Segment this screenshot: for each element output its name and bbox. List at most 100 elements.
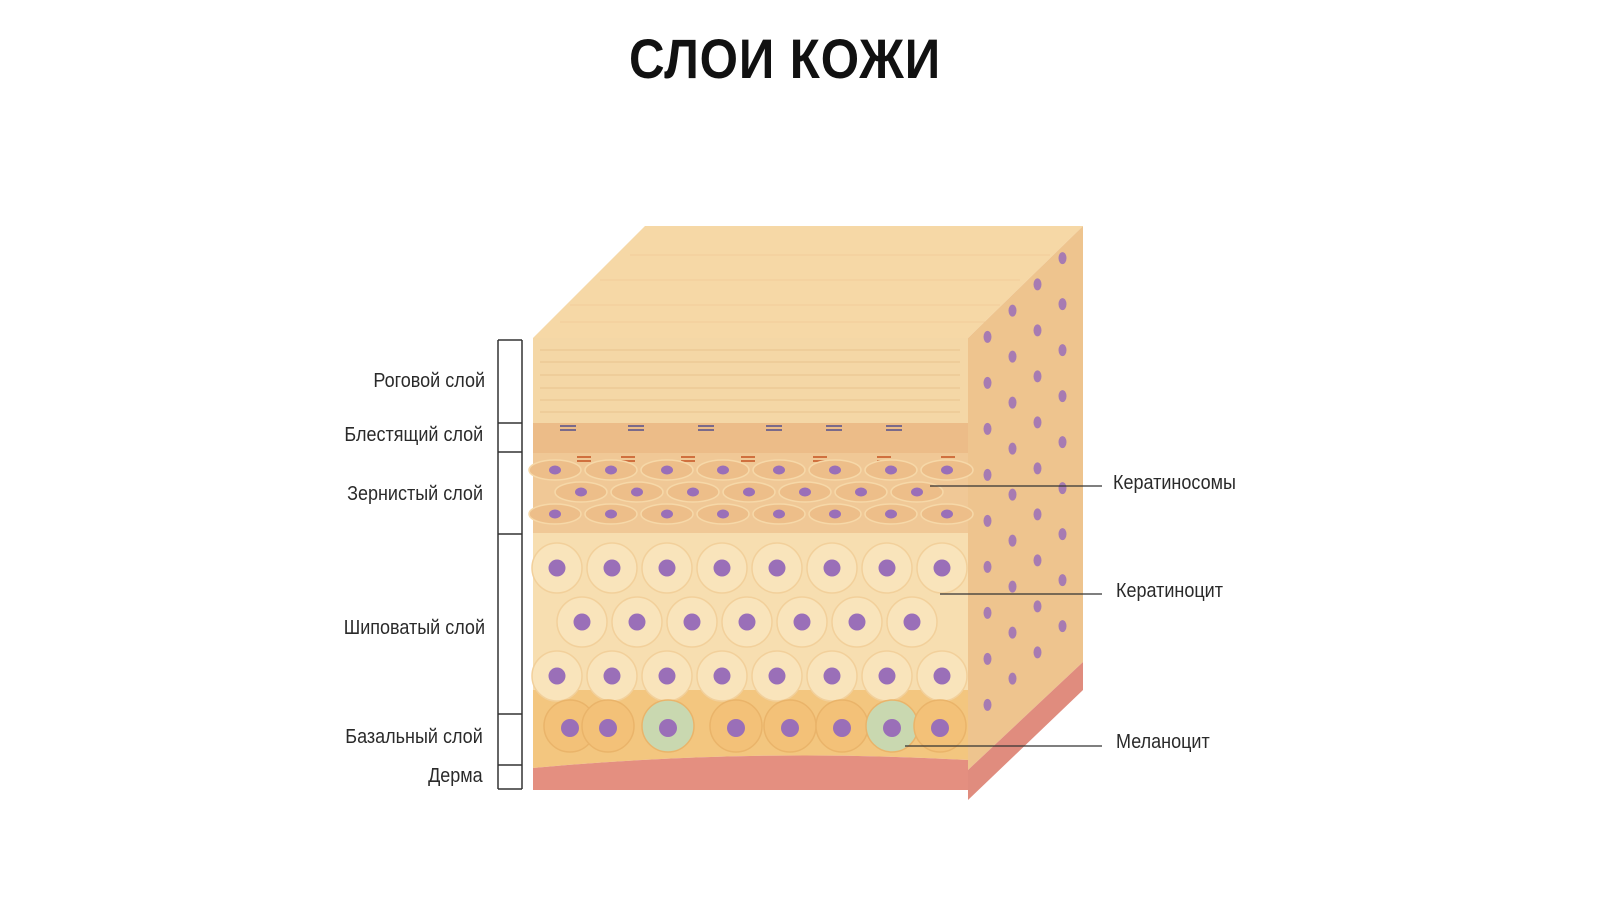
melanocyte-cell xyxy=(641,699,695,753)
granular-cell xyxy=(890,481,944,503)
label-stratum-basale: Базальный слой xyxy=(345,726,483,748)
side-cell-nucleus xyxy=(1058,620,1067,633)
side-cell-nucleus xyxy=(983,330,992,343)
side-cell-nucleus xyxy=(983,698,992,711)
keratinocyte-cell xyxy=(806,650,858,702)
keratinocyte-cell xyxy=(641,542,693,594)
granular-cell xyxy=(920,459,974,481)
keratinocyte-cell xyxy=(861,542,913,594)
basal-cell xyxy=(543,699,597,753)
side-cell-nucleus xyxy=(1008,534,1017,547)
keratinosome-mark xyxy=(577,456,591,462)
side-cell-nucleus xyxy=(983,606,992,619)
lucidum-granule xyxy=(826,425,842,431)
right-face-dermis xyxy=(968,662,1083,800)
side-cell-nucleus xyxy=(1058,390,1067,403)
side-cell-nucleus xyxy=(1033,508,1042,521)
granular-cell xyxy=(640,459,694,481)
granular-cell xyxy=(610,481,664,503)
side-cell-nucleus xyxy=(1008,580,1017,593)
label-stratum-granulosum: Зернистый слой xyxy=(347,483,483,505)
granular-cell xyxy=(722,481,776,503)
layer-corneum xyxy=(533,338,968,423)
granular-cell xyxy=(554,481,608,503)
side-cell-nucleus xyxy=(1058,436,1067,449)
granular-cell xyxy=(752,459,806,481)
granular-cell xyxy=(640,503,694,525)
side-cell-nucleus xyxy=(983,468,992,481)
side-cell-nucleus xyxy=(1008,488,1017,501)
keratinocyte-cell xyxy=(916,542,968,594)
keratinocyte-cell xyxy=(556,596,608,648)
keratinocyte-cell xyxy=(696,542,748,594)
lucidum-granule xyxy=(560,425,576,431)
label-keratinocyte: Кератиноцит xyxy=(1116,580,1223,602)
granular-cell xyxy=(666,481,720,503)
keratinosome-mark xyxy=(741,456,755,462)
layer-brackets xyxy=(497,339,523,790)
label-stratum-spinosum: Шиповатый слой xyxy=(343,617,485,639)
side-cell-nucleus xyxy=(1008,350,1017,363)
cube-top-face xyxy=(533,226,1083,338)
keratinocyte-cell xyxy=(751,650,803,702)
basal-cell xyxy=(581,699,635,753)
layer-lucidum xyxy=(533,423,968,453)
cube-right-face xyxy=(968,226,1083,770)
granular-cell xyxy=(528,503,582,525)
keratinocyte-cell xyxy=(886,596,938,648)
granular-cell xyxy=(696,503,750,525)
side-cell-nucleus xyxy=(1033,324,1042,337)
basal-cell xyxy=(815,699,869,753)
keratinocyte-cell xyxy=(806,542,858,594)
keratinocyte-cell xyxy=(861,650,913,702)
lucidum-granule xyxy=(886,425,902,431)
keratinocyte-cell xyxy=(531,650,583,702)
lucidum-granule xyxy=(766,425,782,431)
side-cell-nucleus xyxy=(1058,574,1067,587)
melanocyte-cell xyxy=(865,699,919,753)
page-title: СЛОИ КОЖИ xyxy=(628,27,942,90)
keratinocyte-cell xyxy=(586,650,638,702)
lucidum-granule xyxy=(698,425,714,431)
side-cell-nucleus xyxy=(1033,462,1042,475)
side-cell-nucleus xyxy=(1058,344,1067,357)
keratinocyte-cell xyxy=(721,596,773,648)
side-cell-nucleus xyxy=(1033,646,1042,659)
side-cell-nucleus xyxy=(1008,442,1017,455)
side-cell-nucleus xyxy=(1008,304,1017,317)
granular-cell xyxy=(584,459,638,481)
side-cell-nucleus xyxy=(1008,396,1017,409)
granular-cell xyxy=(864,459,918,481)
keratinocyte-cell xyxy=(641,650,693,702)
granular-cell xyxy=(808,503,862,525)
side-cell-nucleus xyxy=(1058,252,1067,265)
granular-cell xyxy=(808,459,862,481)
label-stratum-corneum: Роговой слой xyxy=(373,370,485,392)
side-cell-nucleus xyxy=(1058,528,1067,541)
top-face-texture xyxy=(560,254,1050,323)
side-cell-nucleus xyxy=(1058,298,1067,311)
side-cell-nucleus xyxy=(1008,626,1017,639)
side-cell-nucleus xyxy=(983,652,992,665)
basal-cell xyxy=(709,699,763,753)
granular-cell xyxy=(752,503,806,525)
keratinocyte-cell xyxy=(751,542,803,594)
lucidum-granule xyxy=(628,425,644,431)
corneum-texture xyxy=(540,349,960,413)
side-cell-nucleus xyxy=(983,560,992,573)
side-cell-nucleus xyxy=(1033,554,1042,567)
keratinocyte-cell xyxy=(776,596,828,648)
right-face-cells xyxy=(983,252,1067,711)
granular-cell xyxy=(696,459,750,481)
granular-cell xyxy=(584,503,638,525)
keratinocyte-cell xyxy=(586,542,638,594)
granular-cell xyxy=(864,503,918,525)
keratinocyte-cell xyxy=(916,650,968,702)
side-cell-nucleus xyxy=(1033,278,1042,291)
basal-cell xyxy=(913,699,967,753)
side-cell-nucleus xyxy=(983,514,992,527)
keratinocyte-cell xyxy=(531,542,583,594)
keratinocyte-cell xyxy=(611,596,663,648)
granular-cell xyxy=(528,459,582,481)
basal-cell xyxy=(763,699,817,753)
